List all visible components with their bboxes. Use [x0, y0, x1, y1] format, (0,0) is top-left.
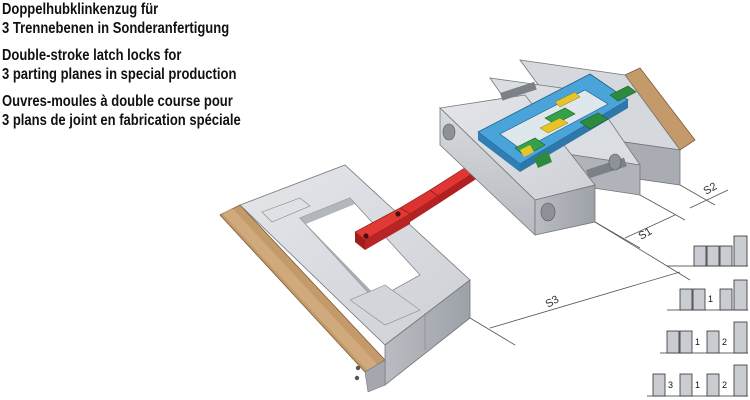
sequence-step-3-gap-label-1: 1: [695, 337, 700, 347]
sequence-step-4: [647, 364, 748, 397]
caption-english-line-1: Double-stroke latch locks for: [2, 47, 182, 64]
caption-english-line-2: 3 parting planes in special production: [2, 66, 237, 83]
dimension-label-s3: S3: [544, 293, 562, 310]
caption-german-line-2: 3 Trennebenen in Sonderanfertigung: [2, 20, 230, 37]
screw-icon: [355, 365, 361, 371]
green-guide-block: [579, 112, 609, 130]
green-guide-block: [609, 85, 637, 102]
sequence-step-4-gap-label-1: 3: [668, 380, 673, 390]
latch-bolt-icon: [395, 211, 401, 217]
dimension-label-s1: S1: [637, 225, 655, 242]
yellow-latch-part: [554, 91, 581, 108]
caption-block: Doppelhubklinkenzug für 3 Trennebenen in…: [2, 0, 302, 138]
bore-hole-icon: [540, 202, 556, 222]
caption-french-line-1: Ouvres-moules à double course pour: [2, 93, 233, 110]
sequence-step-2: [667, 279, 748, 311]
dimension-label-s2: S2: [702, 180, 720, 197]
sequence-step-4-gap-label-2: 1: [695, 380, 700, 390]
dimension-lines: [469, 184, 729, 346]
sequence-step-2-gap-label: 1: [708, 294, 713, 304]
caption-french: Ouvres-moules à double course pour 3 pla…: [2, 92, 254, 130]
caption-english: Double-stroke latch locks for 3 parting …: [2, 46, 254, 84]
right-mould-assembly: [439, 59, 696, 236]
sequence-step-1: [667, 235, 748, 267]
bore-hole-icon: [608, 153, 622, 171]
sequence-step-4-gap-label-3: 2: [722, 380, 727, 390]
latch-bolt-icon: [363, 233, 369, 239]
screw-icon: [354, 375, 360, 381]
caption-german: Doppelhubklinkenzug für 3 Trennebenen in…: [2, 0, 254, 38]
sequence-step-3: [660, 321, 748, 354]
caption-german-line-1: Doppelhubklinkenzug für: [2, 1, 159, 18]
sequence-step-3-gap-label-2: 2: [722, 337, 727, 347]
caption-french-line-2: 3 plans de joint en fabrication spéciale: [2, 112, 241, 129]
left-mould-plate: [219, 164, 471, 393]
yellow-latch-part: [539, 117, 569, 134]
green-guide-block: [534, 151, 552, 168]
bore-hole-icon: [442, 123, 456, 141]
